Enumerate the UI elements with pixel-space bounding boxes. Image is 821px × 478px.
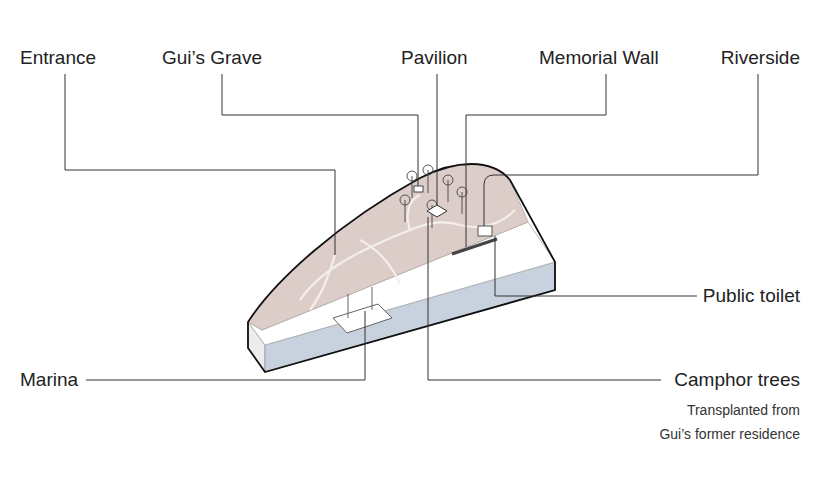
callout-label: Public toilet	[703, 285, 800, 307]
toilet-symbol	[478, 226, 492, 236]
camphor-trees	[400, 165, 467, 228]
callout-label: Pavilion	[401, 47, 468, 69]
callout-label: Marina	[20, 369, 78, 391]
site-block	[248, 164, 555, 372]
callout-label: Memorial Wall	[539, 47, 659, 69]
memorial-wall-symbol	[452, 239, 497, 254]
callout-label: Entrance	[20, 47, 96, 69]
callout-label: Camphor trees	[674, 369, 800, 391]
land	[248, 164, 528, 330]
paths	[300, 195, 515, 310]
callout-label: Gui’s Grave	[162, 47, 262, 69]
grave-symbol	[414, 186, 423, 192]
note-text: Transplanted from Gui’s former residence	[654, 398, 800, 446]
marina-symbol	[333, 287, 392, 333]
leader-lines	[65, 74, 758, 380]
callout-label: Riverside	[721, 47, 800, 69]
site-outline	[248, 164, 555, 372]
pavilion-symbol	[427, 205, 447, 217]
